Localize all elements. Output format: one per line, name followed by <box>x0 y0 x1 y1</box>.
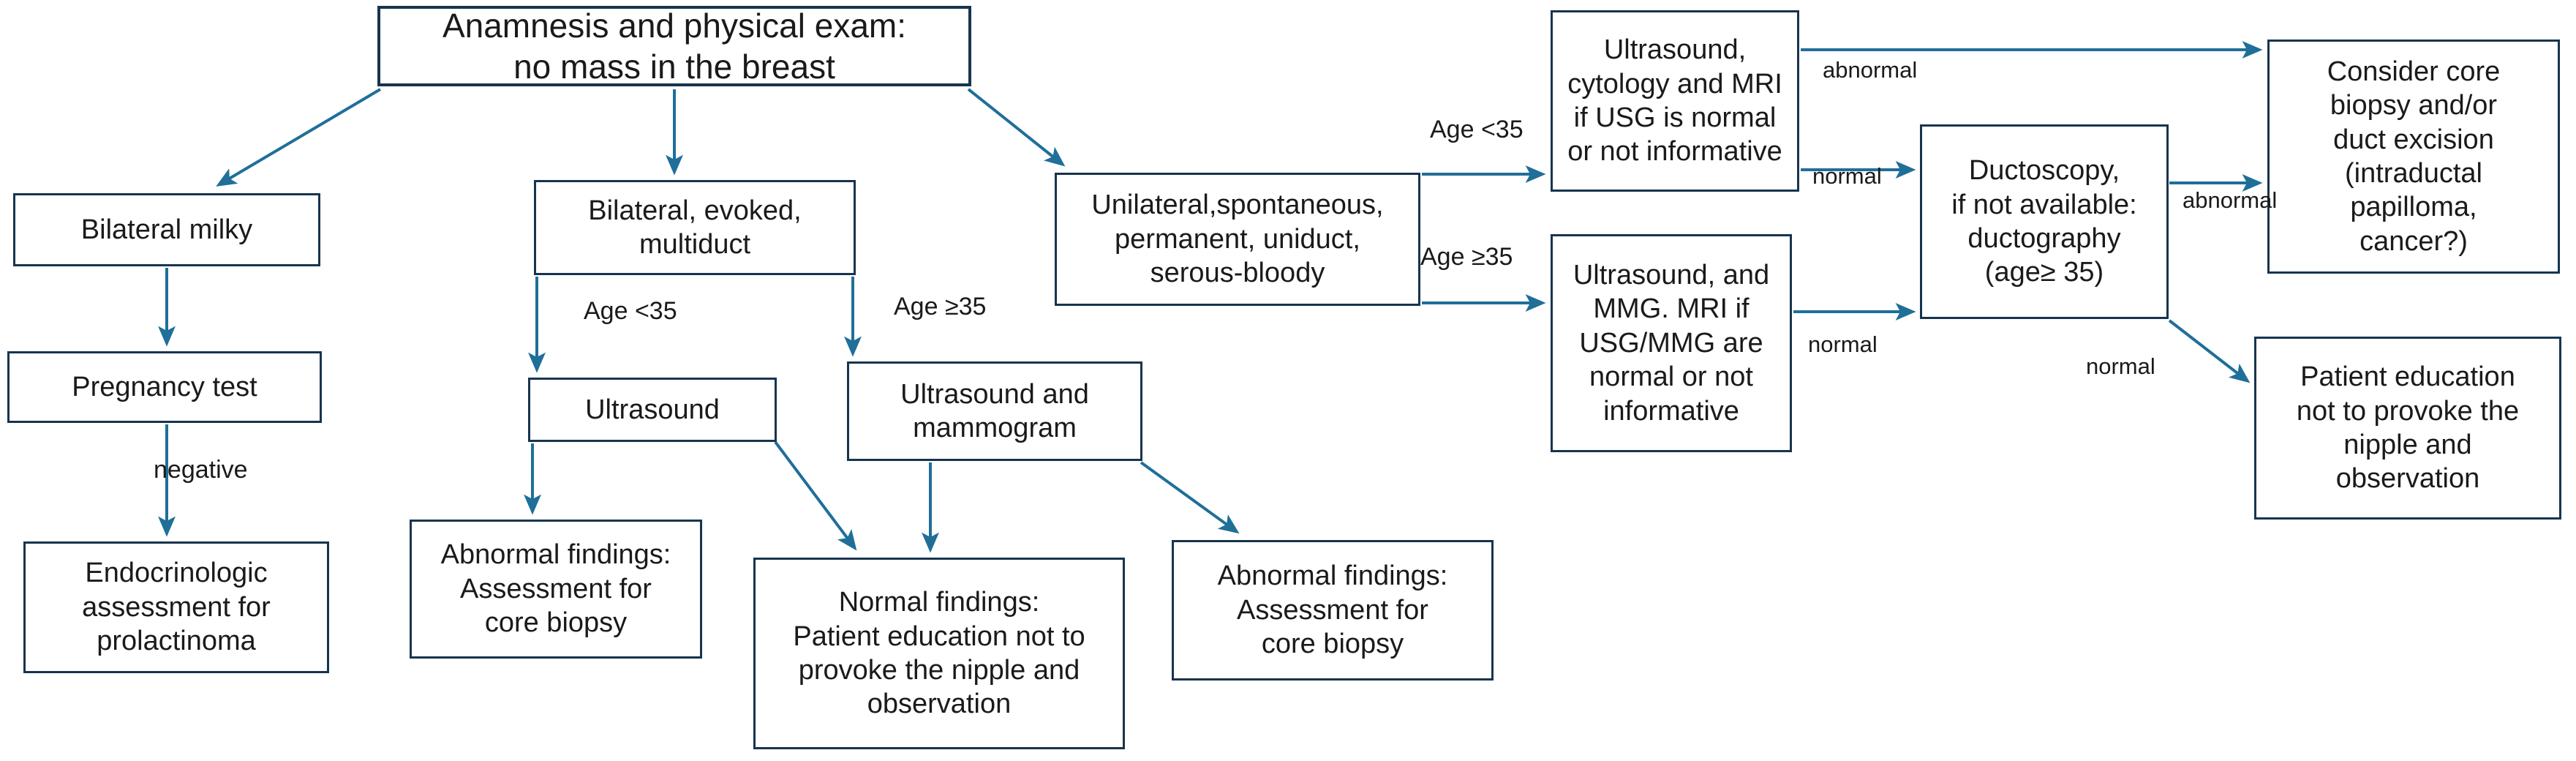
edge-anamnesis-to-unilateral <box>967 88 1066 167</box>
edge-label-age-lt35-left: Age <35 <box>584 297 677 325</box>
edge-usmammo-to-abn-right <box>1140 461 1240 534</box>
edge-label-normal-right: normal <box>2086 353 2155 379</box>
node-normal_findings[interactable]: Normal findings: Patient education not t… <box>753 558 1125 749</box>
node-bilateral_milky[interactable]: Bilateral milky <box>13 193 320 266</box>
node-patient_edu[interactable]: Patient education not to provoke the nip… <box>2254 337 2561 520</box>
node-pregnancy_test[interactable]: Pregnancy test <box>7 351 322 423</box>
node-abn_left[interactable]: Abnormal findings: Assessment for core b… <box>410 520 702 659</box>
node-us_cyto_mri[interactable]: Ultrasound, cytology and MRI if USG is n… <box>1551 10 1799 192</box>
node-abn_right[interactable]: Abnormal findings: Assessment for core b… <box>1172 540 1494 681</box>
node-consider_core[interactable]: Consider core biopsy and/or duct excisio… <box>2267 40 2560 274</box>
node-endocrinologic[interactable]: Endocrinologic assessment for prolactino… <box>23 541 329 673</box>
node-anamnesis[interactable]: Anamnesis and physical exam: no mass in … <box>377 6 971 86</box>
node-us_mmg_mri[interactable]: Ultrasound, and MMG. MRI if USG/MMG are … <box>1551 234 1792 452</box>
node-ductoscopy[interactable]: Ductoscopy, if not available: ductograph… <box>1920 124 2169 319</box>
node-unilateral[interactable]: Unilateral,spontaneous, permanent, unidu… <box>1055 173 1420 306</box>
edge-label-normal-top: normal <box>1812 163 1882 189</box>
edge-label-abnormal-right: abnormal <box>2183 187 2278 213</box>
edge-label-age-gte35-left: Age ≥35 <box>894 293 987 320</box>
edge-label-age-gte35-right: Age ≥35 <box>1420 243 1513 271</box>
edge-ultrasound-to-normal <box>774 441 857 551</box>
edge-label-abnormal-top: abnormal <box>1823 57 1918 83</box>
edge-label-normal-bottom: normal <box>1808 331 1878 357</box>
edge-label-negative: negative <box>154 456 248 484</box>
node-us_mammogram[interactable]: Ultrasound and mammogram <box>847 361 1142 461</box>
edge-label-age-lt35-right: Age <35 <box>1430 116 1524 143</box>
edge-ductoscopy-normal-patientedu <box>2168 319 2251 383</box>
node-bilateral_evoked[interactable]: Bilateral, evoked, multiduct <box>534 180 856 275</box>
node-ultrasound[interactable]: Ultrasound <box>528 378 777 442</box>
edge-anamnesis-to-bilateral-milky <box>216 88 382 187</box>
